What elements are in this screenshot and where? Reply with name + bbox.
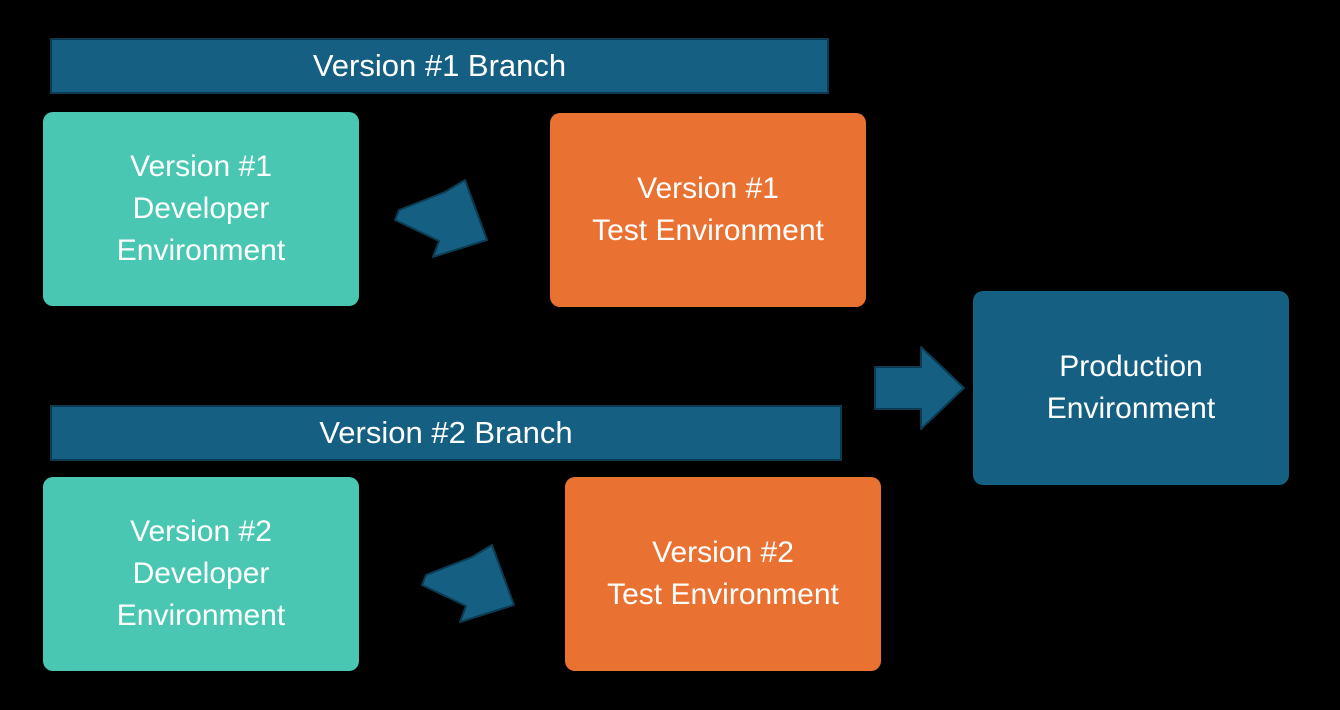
version-1-branch-banner: Version #1 Branch <box>50 38 829 94</box>
version-1-test-line-2: Test Environment <box>592 214 824 247</box>
version-2-developer-environment-box: Version #2 Developer Environment <box>43 477 359 671</box>
version-1-test-environment-box: Version #1 Test Environment <box>550 113 866 307</box>
version-1-test-line-1: Version #1 <box>637 172 779 205</box>
version-2-test-line-1: Version #2 <box>652 536 794 569</box>
production-environment-box: Production Environment <box>973 291 1289 485</box>
version-2-test-line-2: Test Environment <box>607 578 839 611</box>
version-1-developer-line-1: Version #1 <box>130 150 272 183</box>
production-line-1: Production <box>1059 350 1203 383</box>
version-1-developer-environment-box: Version #1 Developer Environment <box>43 112 359 306</box>
version-2-branch-banner: Version #2 Branch <box>50 405 842 461</box>
production-line-2: Environment <box>1046 392 1216 425</box>
arrow-to-production-icon <box>874 346 965 430</box>
version-2-branch-label: Version #2 Branch <box>319 415 573 450</box>
version-1-branch-label: Version #1 Branch <box>312 48 567 83</box>
version-1-developer-line-2: Developer <box>132 192 270 225</box>
version-2-developer-line-1: Version #2 <box>130 515 272 548</box>
version-1-developer-line-3: Environment <box>116 234 286 267</box>
version-2-developer-line-3: Environment <box>116 599 286 632</box>
version-2-developer-line-2: Developer <box>132 557 270 590</box>
arrow-dev1-to-test1-icon <box>394 179 488 258</box>
arrow-dev2-to-test2-icon <box>421 544 515 623</box>
version-2-test-environment-box: Version #2 Test Environment <box>565 477 881 671</box>
